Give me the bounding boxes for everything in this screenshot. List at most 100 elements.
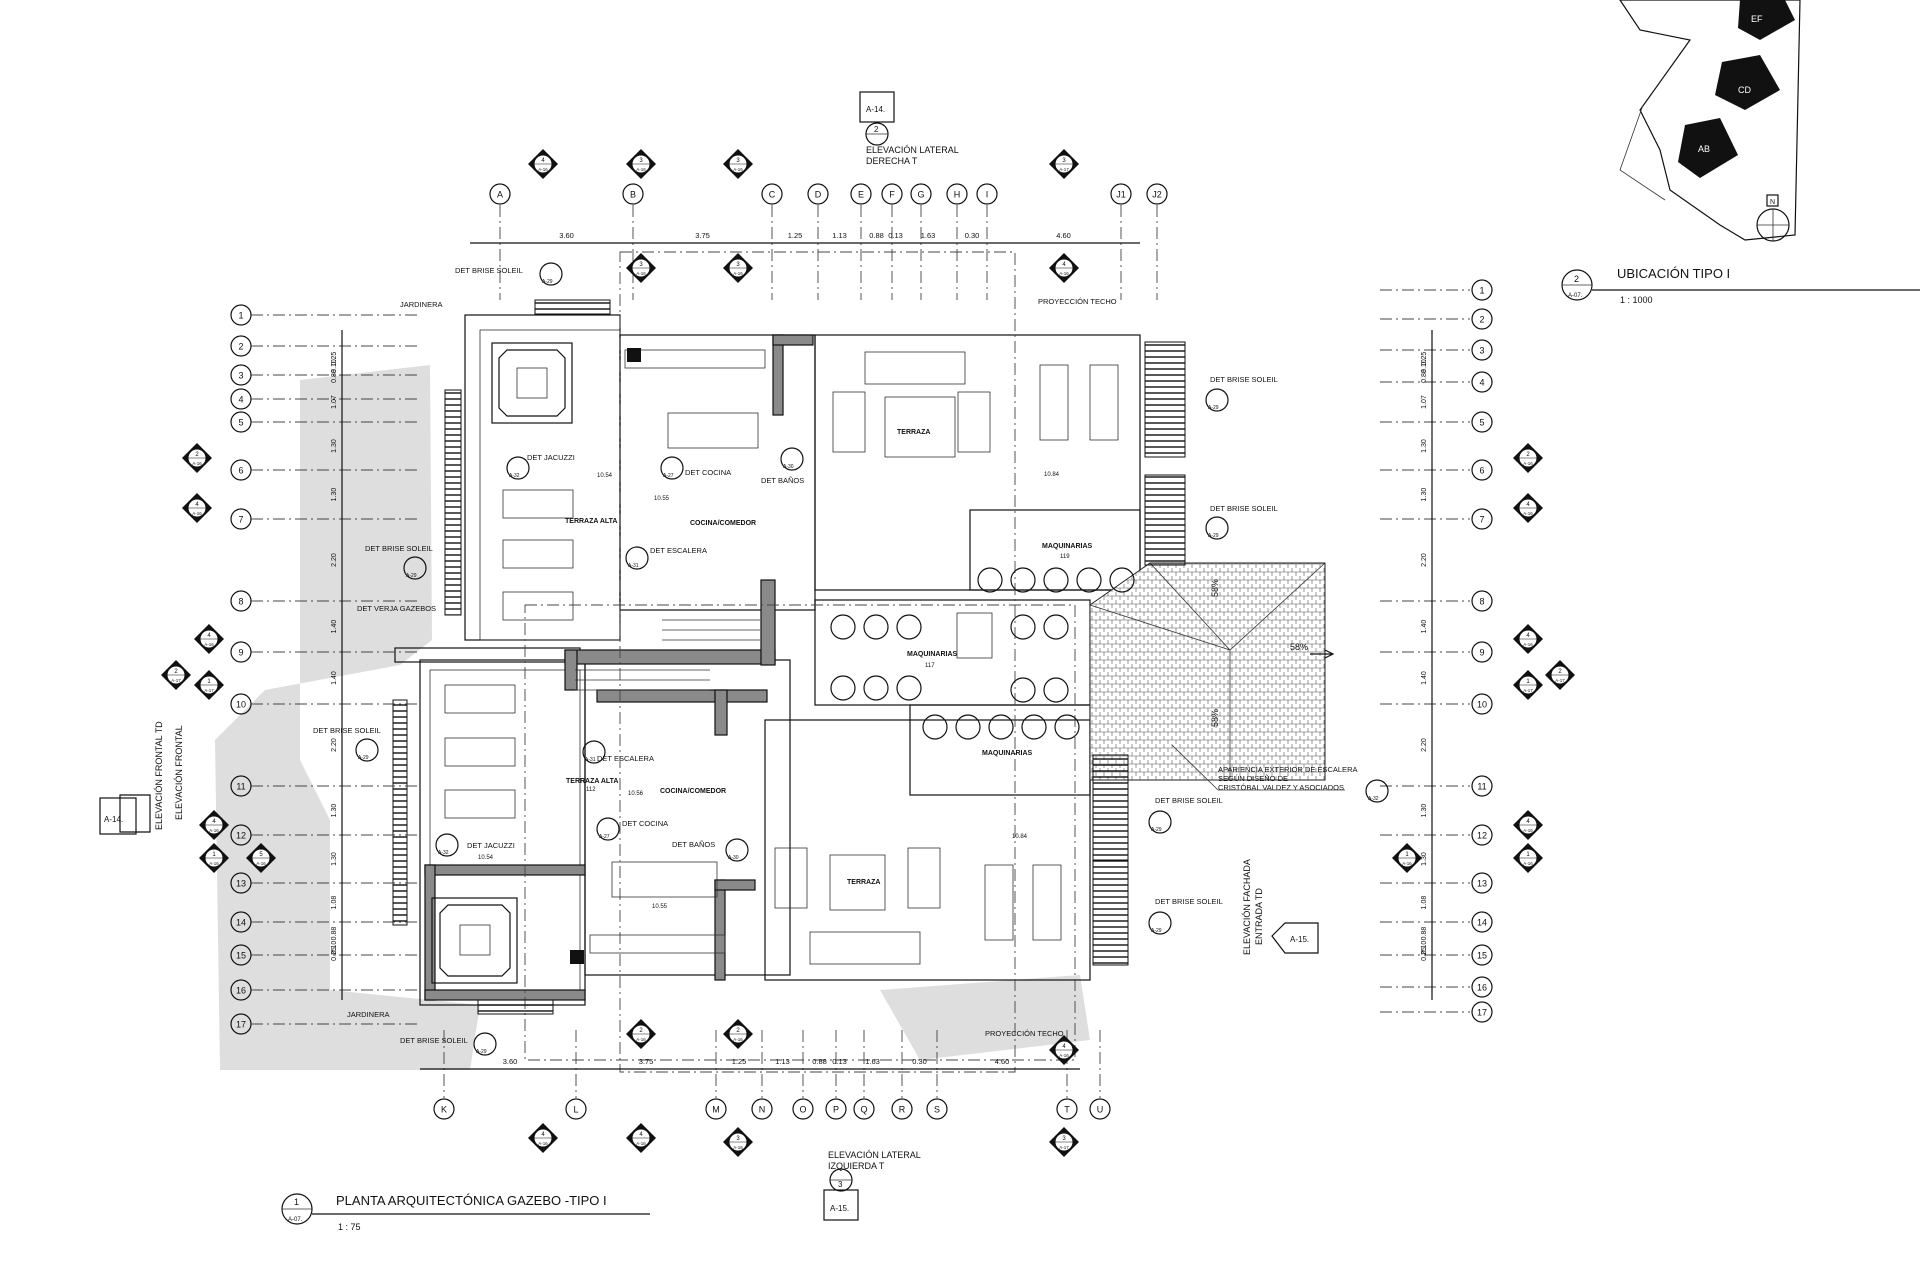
dim-top-3: 1.13 xyxy=(832,231,847,240)
elevation-marker-left: A-15. 3 ELEVACIÓN LATERAL IZQUIERDA T xyxy=(823,1150,921,1221)
section-marker-5-num: 3 xyxy=(736,262,740,268)
section-marker-28-num: 1 xyxy=(1526,852,1530,858)
main-view-sheet: A-07. xyxy=(288,1217,303,1223)
detail-ref-4: A-29 xyxy=(476,1049,487,1055)
grid-right-13-label: 13 xyxy=(1477,879,1487,889)
grid-left-12-label: 12 xyxy=(236,831,246,841)
grid-top-i-label: I xyxy=(986,190,989,200)
section-marker-23: 4A-16 xyxy=(1513,493,1543,523)
dim-vert-r-6: 2.20 xyxy=(1421,553,1428,567)
section-markers: 4A-163A-163A-163A-173A-163A-164A-162A-16… xyxy=(161,149,1575,1157)
grid-bottom-l-label: L xyxy=(573,1105,578,1115)
main-title: PLANTA ARQUITECTÓNICA GAZEBO -TIPO I xyxy=(336,1193,607,1208)
grid-top-h-label: H xyxy=(954,190,961,200)
detail-ref-3: A-29 xyxy=(358,755,369,761)
section-marker-20-ref: A-16 xyxy=(209,861,219,866)
grid-right-14-label: 14 xyxy=(1477,918,1487,928)
grid-right-11-label: 11 xyxy=(1477,782,1486,792)
room-maquinarias-2: MAQUINARIAS xyxy=(907,651,957,658)
grid-top-i: I xyxy=(976,183,998,205)
grid-top-a-label: A xyxy=(497,190,503,200)
grid-right-8-label: 8 xyxy=(1479,597,1484,607)
elev-num-2: 2 xyxy=(874,125,879,134)
section-marker-28: 1A-16 xyxy=(1513,843,1543,873)
section-marker-13-num: 3 xyxy=(1062,1136,1066,1142)
detail-ref-6: A-29 xyxy=(1208,533,1219,539)
grid-right-14: 14 xyxy=(1471,911,1493,933)
room-num-112: 112 xyxy=(586,787,596,793)
section-marker-4-num: 3 xyxy=(639,262,643,268)
grid-left-4: 4 xyxy=(230,388,252,410)
grid-right-1: 1 xyxy=(1471,279,1493,301)
roof-ridge xyxy=(1089,562,1326,780)
section-marker-1-ref: A-16 xyxy=(636,167,646,172)
elevation-marker-frontal: A-14. ELEVACIÓN FRONTAL TD ELEVACIÓN FRO… xyxy=(99,721,184,835)
section-marker-12: 3A-16 xyxy=(723,1127,753,1157)
section-marker-3: 3A-17 xyxy=(1049,149,1079,179)
building-outline xyxy=(394,251,1141,1073)
dim-vert-l-3: 1.07 xyxy=(331,395,338,409)
room-maquinarias-1: MAQUINARIAS xyxy=(1042,543,1092,550)
stairs xyxy=(575,619,760,691)
grid-right-7-label: 7 xyxy=(1479,515,1484,525)
note-brise-soleil-top: DET BRISE SOLEIL xyxy=(455,266,523,275)
grid-right-8: 8 xyxy=(1471,590,1493,612)
dim-vert-l-10: 1.30 xyxy=(331,804,338,818)
dim-vert-r-13: 0.88 xyxy=(1421,927,1428,941)
section-marker-24-ref: A-16 xyxy=(1523,642,1533,647)
grid-top-j1: J1 xyxy=(1110,183,1132,205)
title-block-main: 1 A-07. PLANTA ARQUITECTÓNICA GAZEBO -TI… xyxy=(281,1193,650,1232)
grid-right-10: 10 xyxy=(1471,693,1493,715)
elev-fachada-1: ELEVACIÓN FACHADA xyxy=(1242,859,1252,955)
section-marker-1-num: 3 xyxy=(639,158,643,164)
dim-vert-l-9: 2.20 xyxy=(331,738,338,752)
detail-ref-8: A-29 xyxy=(1151,928,1162,934)
dim-vert-l-6: 2.20 xyxy=(331,553,338,567)
loc-title: UBICACIÓN TIPO I xyxy=(1617,266,1730,281)
section-marker-29-num: 1 xyxy=(1405,852,1409,858)
elev-lat-izq-1: ELEVACIÓN LATERAL xyxy=(828,1150,921,1160)
dim-bottom-4: 0.88 xyxy=(812,1057,827,1066)
grid-right-7: 7 xyxy=(1471,508,1493,530)
grid-right-10-label: 10 xyxy=(1477,700,1487,710)
kitchen-bottom xyxy=(570,861,726,964)
ground-shadow-right xyxy=(880,975,1090,1060)
section-marker-16-num: 4 xyxy=(207,633,211,639)
grid-top-c: C xyxy=(761,183,783,205)
section-marker-25: 2A-17 xyxy=(1545,660,1575,690)
grid-right-15: 15 xyxy=(1471,944,1493,966)
note-det-banos-bottom: DET BAÑOS xyxy=(672,840,715,849)
grid-top-b: B xyxy=(622,183,644,205)
section-marker-6-num: 4 xyxy=(1062,262,1066,268)
dim-top-0: 3.60 xyxy=(559,231,574,240)
section-marker-16: 4A-16 xyxy=(194,624,224,654)
grid-left-9-label: 9 xyxy=(238,648,243,658)
section-marker-26: 1A-17 xyxy=(1513,670,1543,700)
grid-left-13-label: 13 xyxy=(236,879,246,889)
grid-right-15-label: 15 xyxy=(1477,951,1487,961)
elev-frontal-1: ELEVACIÓN FRONTAL TD xyxy=(154,721,164,830)
dim-vert-l-11: 1.30 xyxy=(331,852,338,866)
grid-right-5-label: 5 xyxy=(1479,418,1484,428)
grid-left-11: 11 xyxy=(230,775,252,797)
detail-ref-7: A-29 xyxy=(1151,827,1162,833)
dim-vert-r-4: 1.30 xyxy=(1421,439,1428,453)
dim-top-7: 0.30 xyxy=(965,231,980,240)
dim-bottom-7: 0.30 xyxy=(912,1057,927,1066)
site-block-ab: AB xyxy=(1698,144,1710,154)
room-terraza-bottom: TERRAZA xyxy=(847,879,880,886)
jacuzzi-bottom xyxy=(431,897,518,984)
grid-right-12: 12 xyxy=(1471,824,1493,846)
grid-left-7: 7 xyxy=(230,508,252,530)
machinery-fans xyxy=(830,567,1135,740)
section-marker-23-ref: A-16 xyxy=(1523,511,1533,516)
section-marker-3-ref: A-17 xyxy=(1059,167,1069,172)
dim-vert-l-13: 0.88 xyxy=(331,927,338,941)
section-marker-17-ref: A-17 xyxy=(171,678,181,683)
dim-vert-r-0: 0.25 xyxy=(1421,352,1428,366)
section-marker-14: 2A-16 xyxy=(182,443,212,473)
grid-right-5: 5 xyxy=(1471,411,1493,433)
grid-top-e: E xyxy=(850,183,872,205)
detail-ref-14: A-30 xyxy=(728,855,739,861)
